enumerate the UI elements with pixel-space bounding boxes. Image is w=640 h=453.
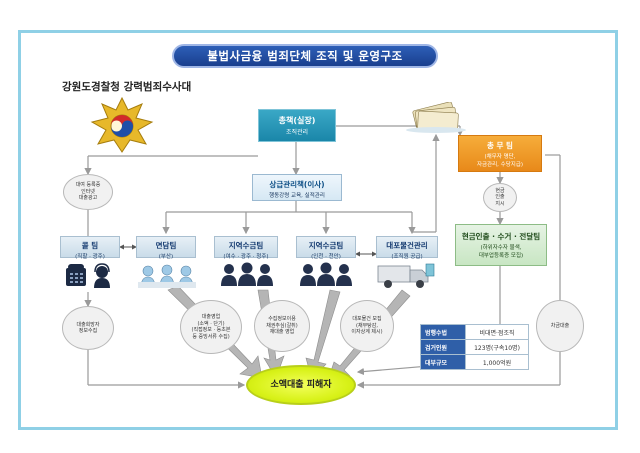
table-row: 검거인원 123명(구속10명) (420, 339, 529, 355)
summary-value: 123명(구속10명) (465, 339, 529, 355)
general-affairs-box: 총 무 팀 (채무자 명단, 자금관리, 수당지급) (458, 135, 542, 172)
team-collect-2-title: 지역수금팀 (308, 241, 344, 250)
team-account-mgmt-title: 대포물건관리 (386, 241, 428, 250)
cash-team-sub2: 대부업등록증 모집) (478, 253, 524, 259)
general-affairs-title: 총 무 팀 (487, 141, 513, 150)
team-collect-1: 지역수금팀 (여수 · 광주 · 청주) (214, 236, 278, 260)
summary-key: 범행수법 (420, 324, 466, 340)
general-affairs-sub1: (채무자 명단, (484, 154, 516, 160)
cash-team-sub1: (하위자수자 물색, (480, 245, 522, 251)
note-withdraw-circle: 현금 인출 지시 (483, 183, 517, 212)
team-call: 콜 팀 (직할 · 광주) (60, 236, 120, 260)
victim-ellipse: 소액대출 피해자 (246, 365, 356, 405)
cash-team-box: 현금인출 · 수거 · 전달팀 (하위자수자 물색, 대부업등록증 모집) (455, 224, 547, 266)
team-interview-sub: (부산) (158, 254, 174, 260)
people-group-icon (221, 262, 273, 286)
upper-manager-sub: 행동강령 교육, 실적관리 (269, 193, 325, 199)
agency-label: 강원도경찰청 강력범죄수사대 (62, 81, 192, 93)
general-affairs-sub2: 자금관리, 수당지급) (476, 162, 524, 168)
note-loan-apply-circle: 대출희망자 정보수집 (62, 306, 114, 350)
note-ad-circle: 대여 등록증 인터넷 대출광고 (63, 174, 113, 210)
team-call-sub: (직할 · 광주) (75, 254, 105, 260)
summary-value: 비대면·점조직 (465, 324, 529, 340)
team-collect-2: 지역수금팀 (인천 · 천안) (296, 236, 356, 260)
note-repay-circle: 차금대출 (536, 300, 584, 352)
boss-box: 총책(실장) 조직관리 (258, 109, 336, 142)
people-group-icon (300, 262, 352, 286)
summary-value: 1,000억원 (465, 354, 529, 370)
team-collect-1-title: 지역수금팀 (228, 241, 264, 250)
team-call-title: 콜 팀 (81, 241, 99, 250)
page-title: 불법사금융 범죄단체 조직 및 운영구조 (172, 44, 438, 68)
summary-table: 범행수법 비대면·점조직 검거인원 123명(구속10명) 대부규모 1,000… (420, 324, 529, 370)
team-interview: 면담팀 (부산) (136, 236, 196, 260)
team-collect-2-sub: (인천 · 천안) (311, 254, 341, 260)
police-emblem-icon (90, 96, 154, 153)
team-account-mgmt-sub: (조직원 공급) (391, 254, 423, 260)
upper-manager-title: 상급관리책(이사) (269, 180, 325, 189)
phone-icon (66, 263, 110, 288)
team-account-mgmt: 대포물건관리 (조직원 공급) (376, 236, 438, 260)
team-collect-1-sub: (여수 · 광주 · 청주) (223, 254, 269, 260)
summary-key: 검거인원 (420, 339, 466, 355)
cash-bundle-icon (406, 102, 466, 133)
cash-team-title: 현금인출 · 수거 · 전달팀 (461, 232, 541, 241)
boss-title: 총책(실장) (278, 116, 316, 125)
upper-manager-box: 상급관리책(이사) 행동강령 교육, 실적관리 (252, 174, 342, 201)
note-collect-circle: 수집정보이용 채권추심(갈취) 재대출 영업 (254, 300, 310, 352)
truck-icon (377, 263, 435, 288)
table-row: 범행수법 비대면·점조직 (420, 324, 529, 340)
note-account-circle: 대포물건 모집 (채무탕감, 이자상계 제시) (340, 300, 394, 352)
table-row: 대부규모 1,000억원 (420, 354, 529, 370)
headset-operator-icon (138, 264, 196, 288)
summary-key: 대부규모 (420, 354, 466, 370)
note-loan-exec-circle: 대출영업 (소액 · 단기) (직접정보 · 등초본 등 증빙서류 수집) (180, 300, 242, 354)
boss-sub: 조직관리 (285, 129, 309, 136)
team-interview-title: 면담팀 (155, 241, 177, 250)
